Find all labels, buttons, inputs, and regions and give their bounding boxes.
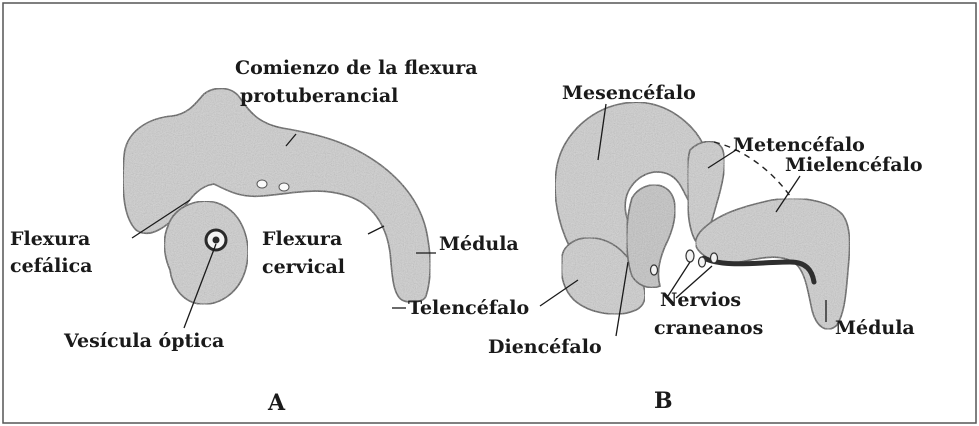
otic-spot-1 [257,180,267,188]
label-flexura-cervical-line1: Flexura [262,228,342,250]
label-vesicula-optica-a: Vesícula óptica [63,330,224,352]
label-nervios-line1: Nervios [660,289,741,311]
label-mielencefalo-b: Mielencéfalo [785,154,923,176]
label-mesencefalo-b: Mesencéfalo [562,82,696,104]
panel-b: Mesencéfalo Metencéfalo Mielencéfalo Ner… [488,82,923,414]
panel-a: Comienzo de la flexura protuberancial Fl… [10,57,529,416]
embryo-b-dark-band [704,258,814,282]
label-flexura-cefalica-line2: cefálica [10,255,92,277]
label-nervios-line2: craneanos [654,317,763,339]
leader-flexura-cervical-a [368,226,384,234]
label-telencefalo-a: Telencéfalo [408,297,529,319]
label-flexura-cervical-line2: cervical [262,256,345,278]
label-diencefalo-b: Diencéfalo [488,336,602,358]
label-medula-b: Médula [835,317,915,339]
embryo-a-head [164,201,248,304]
nervio-1 [686,250,694,262]
panel-label-b: B [654,388,673,414]
nervio-3 [711,253,718,263]
label-comienzo-line1: Comienzo de la flexura [235,57,478,79]
otic-spot-2 [279,183,289,191]
label-comienzo-line2: protuberancial [240,85,398,107]
nervio-2 [699,257,706,267]
label-metencefalo-b: Metencéfalo [733,134,865,156]
vesicula-optica-a-core [213,237,220,244]
label-flexura-cefalica-line1: Flexura [10,228,90,250]
panel-label-a: A [267,390,286,416]
label-medula-a: Médula [439,233,519,255]
nervio-4 [651,265,658,275]
